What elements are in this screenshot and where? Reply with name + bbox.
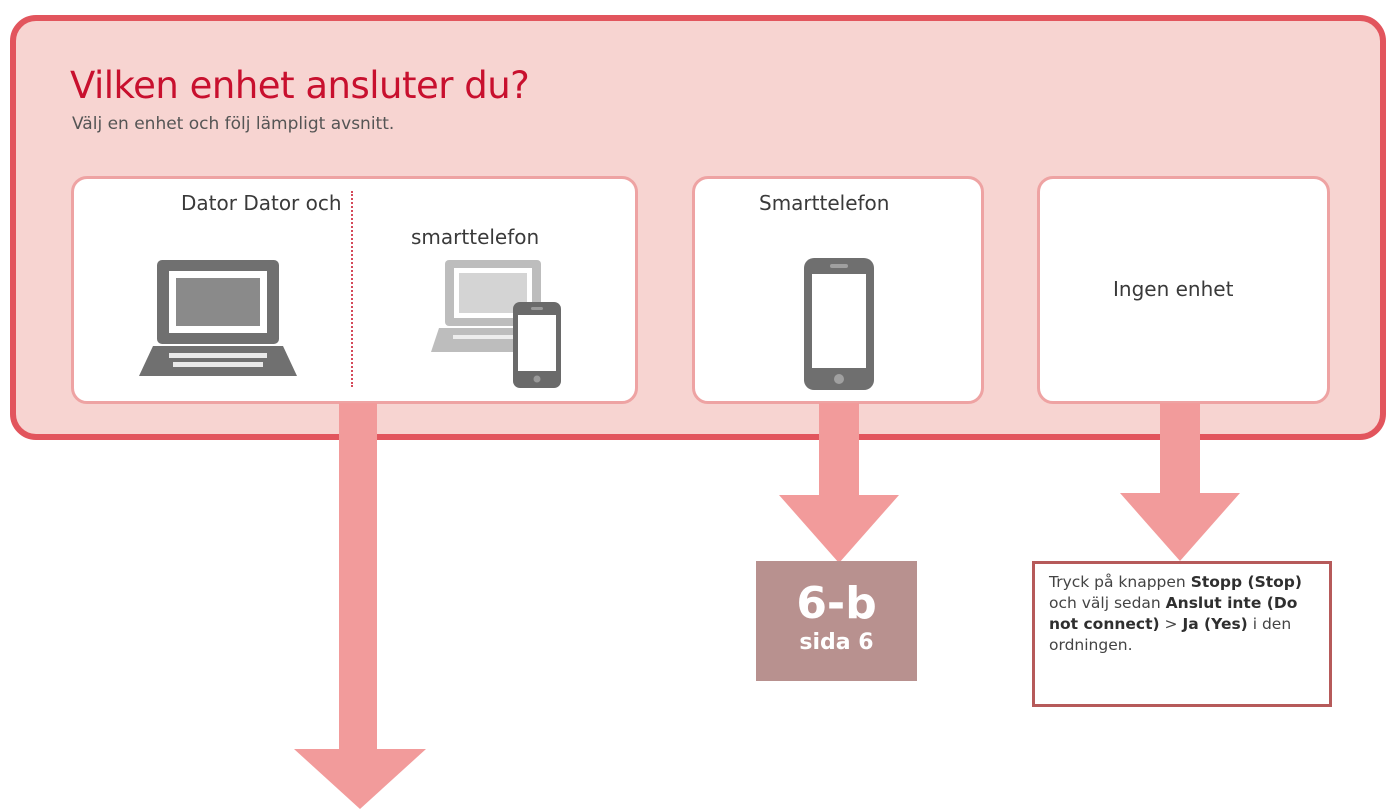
note-text: och välj sedan <box>1049 594 1166 612</box>
note-do-not-connect-option: Anslut inte (Do not connect) <box>1049 594 1298 633</box>
page-title: Vilken enhet ansluter du? <box>70 64 530 107</box>
arrow-down-computer <box>294 403 426 809</box>
page-reference-badge[interactable]: 6-b sida 6 <box>756 561 917 681</box>
arrow-down-no-device <box>1120 403 1240 561</box>
smartphone-icon <box>804 258 874 390</box>
label-smartphone: Smarttelefon <box>759 191 890 215</box>
instruction-note: Tryck på knappen Stopp (Stop) och välj s… <box>1032 561 1332 707</box>
label-computer-smartphone: smarttelefon <box>411 225 540 249</box>
laptop-and-phone-icon <box>431 260 561 388</box>
note-yes-option: Ja (Yes) <box>1182 615 1248 633</box>
card-divider <box>351 191 353 387</box>
note-separator: > <box>1159 615 1183 633</box>
page-number: sida 6 <box>799 630 874 655</box>
label-no-device: Ingen enhet <box>1113 277 1234 301</box>
page-subtitle: Välj en enhet och följ lämpligt avsnitt. <box>72 114 395 134</box>
card-no-device[interactable] <box>1037 176 1330 404</box>
laptop-icon <box>139 260 297 376</box>
section-code: 6-b <box>796 578 877 629</box>
note-text: i den ordningen. <box>1049 615 1292 654</box>
note-text: Tryck på knappen <box>1049 573 1191 591</box>
label-computer: Dator Dator och <box>181 191 342 215</box>
arrow-down-smartphone <box>779 403 899 563</box>
note-stop-button-name: Stopp (Stop) <box>1190 573 1302 591</box>
